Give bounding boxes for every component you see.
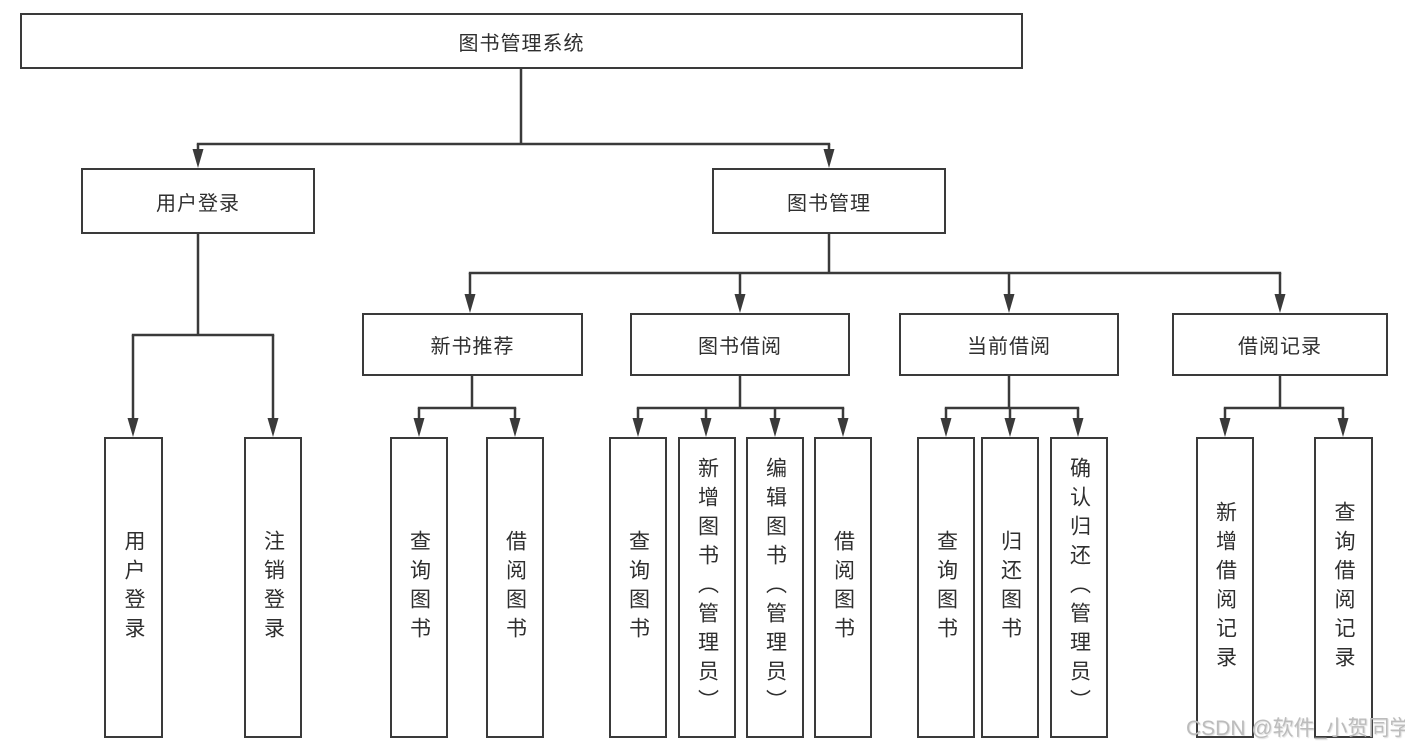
node-add-books-admin: 新增图书（管理员）	[678, 437, 736, 738]
node-borrow-books: 借阅图书	[814, 437, 872, 738]
node-user-login-module: 用户登录	[81, 168, 315, 234]
node-return-books: 归还图书	[981, 437, 1039, 738]
csdn-watermark: CSDN @软件_小贺同学	[1186, 717, 1405, 740]
node-label: 查询图书	[626, 529, 650, 646]
node-book-management-module: 图书管理	[712, 168, 946, 234]
node-label: 注销登录	[261, 529, 285, 646]
node-query-books-borrowing: 查询图书	[609, 437, 667, 738]
node-label: 确认归还（管理员）	[1067, 457, 1091, 718]
node-edit-books-admin: 编辑图书（管理员）	[746, 437, 804, 738]
node-borrow-books-recommend: 借阅图书	[486, 437, 544, 738]
node-label: 借阅图书	[503, 529, 527, 646]
node-label: 查询借阅记录	[1332, 500, 1355, 675]
node-query-books-current: 查询图书	[917, 437, 975, 738]
node-library-management-system: 图书管理系统	[20, 13, 1023, 69]
node-book-borrowing: 图书借阅	[630, 313, 850, 376]
node-label: 查询图书	[407, 529, 431, 646]
node-label: 编辑图书（管理员）	[763, 457, 787, 718]
node-new-book-recommendation: 新书推荐	[362, 313, 583, 376]
node-label: 用户登录	[122, 529, 145, 646]
node-logout: 注销登录	[244, 437, 302, 738]
node-confirm-return-admin: 确认归还（管理员）	[1050, 437, 1108, 738]
node-add-borrow-record: 新增借阅记录	[1196, 437, 1254, 738]
node-label: 新增借阅记录	[1213, 500, 1237, 675]
node-query-books-recommend: 查询图书	[390, 437, 448, 738]
node-label: 查询图书	[934, 529, 958, 646]
node-label: 新增图书（管理员）	[695, 457, 719, 718]
node-user-login: 用户登录	[104, 437, 163, 738]
node-borrowing-records: 借阅记录	[1172, 313, 1388, 376]
node-current-borrowing: 当前借阅	[899, 313, 1119, 376]
node-label: 归还图书	[998, 529, 1022, 646]
node-label: 借阅图书	[831, 529, 855, 646]
node-query-borrow-record: 查询借阅记录	[1314, 437, 1373, 738]
